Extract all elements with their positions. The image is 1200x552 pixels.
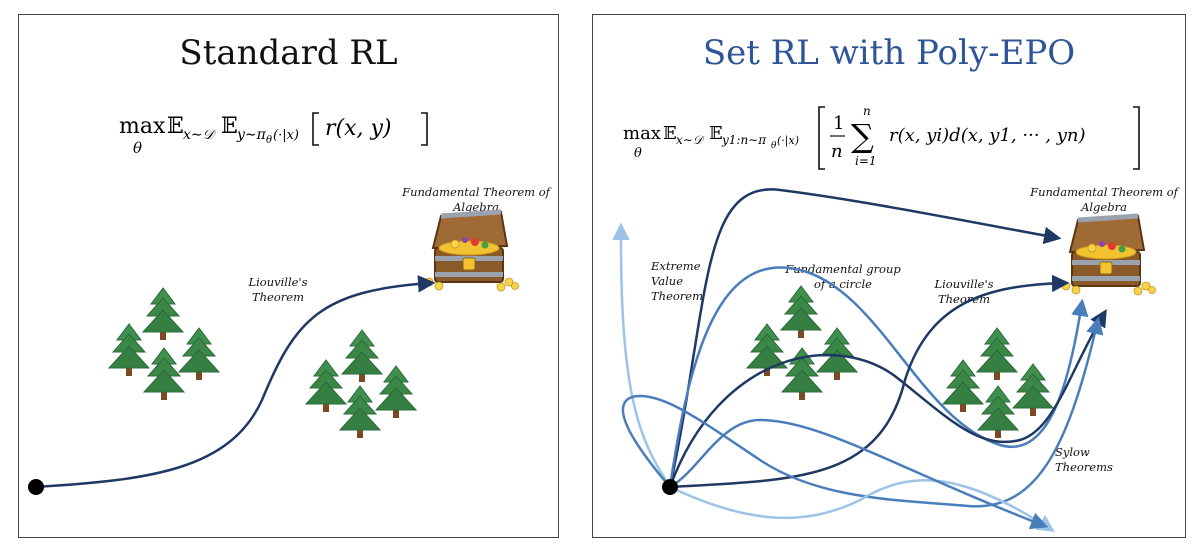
path-swirl — [621, 316, 1104, 508]
formula-expect2-sub: y∼π — [236, 127, 267, 143]
tree-icon — [976, 327, 1018, 381]
bracket-left — [818, 106, 825, 170]
label-line: Extreme — [651, 259, 701, 273]
start-point-icon — [28, 479, 44, 495]
bracket-right — [420, 112, 428, 146]
path-fundamental-group — [668, 266, 1089, 488]
formula-sum-top: n — [863, 104, 871, 118]
formula-expect2-sub-theta: θ — [771, 141, 777, 151]
tree-icon — [339, 385, 381, 439]
tree-icon — [142, 287, 184, 341]
formula-expect1-sub: x∼𝒟 — [183, 127, 217, 143]
tree-cluster-left-1 — [108, 287, 220, 401]
label-target-right: Fundamental Theorem of Algebra — [1019, 185, 1189, 215]
label-line: Sylow — [1055, 445, 1090, 459]
formula-expect1-sub: x∼𝒟 — [676, 133, 705, 147]
formula-body: r(x, yi)d(x, y1, ··· , yn) — [889, 125, 1086, 146]
tree-icon — [942, 359, 984, 413]
start-point-icon — [662, 479, 678, 495]
label-line: Liouville's — [934, 277, 994, 291]
label-line: Theorem — [651, 289, 704, 303]
treasure-chest-icon — [1062, 216, 1156, 295]
formula-expect2-sub-theta: θ — [266, 135, 272, 146]
formula-svg: max θ 𝔼 x∼𝒟 𝔼 y1:n∼π θ (·|x) 1 n n ∑ i=1… — [623, 104, 1140, 170]
formula-sum-bottom: i=1 — [855, 154, 877, 168]
objective-formula: max θ 𝔼 x∼𝒟 𝔼 y∼π θ (·|x) r(x, y) — [19, 101, 558, 161]
formula-frac-den: n — [831, 141, 843, 162]
expectation-symbol: 𝔼 — [663, 123, 677, 144]
path-light-bottom — [669, 479, 1055, 532]
path-light-up — [612, 222, 672, 488]
formula-op-sub: θ — [133, 139, 142, 157]
label-liouville-right: Liouville's Theorem — [929, 277, 999, 307]
label-line: of a circle — [814, 277, 872, 291]
expectation-symbol: 𝔼 — [167, 114, 184, 139]
tree-icon — [341, 329, 383, 383]
treasure-chest-icon — [425, 212, 519, 291]
bracket-right — [1133, 106, 1140, 170]
label-line: Theorem — [937, 292, 990, 306]
path-mid-bottom — [669, 418, 1049, 530]
formula-expect2-sub: y1:n∼π — [721, 133, 767, 147]
label-line: Fundamental Theorem of — [1030, 185, 1178, 199]
panel-title: Standard RL — [179, 33, 398, 73]
formula-svg: max θ 𝔼 x∼𝒟 𝔼 y∼π θ (·|x) r(x, y) — [119, 112, 428, 157]
tree-icon — [178, 327, 220, 381]
formula-frac-num: 1 — [833, 113, 844, 134]
panel-title: Set RL with Poly-EPO — [702, 33, 1076, 73]
formula-body: r(x, y) — [325, 116, 392, 141]
label-line: Theorem — [251, 290, 304, 304]
label-line: Fundamental group — [785, 262, 901, 276]
path-liouville-left — [35, 275, 436, 489]
tree-cluster-right-1 — [746, 285, 858, 401]
bracket-left — [311, 112, 319, 146]
path-extreme-value — [668, 188, 1062, 488]
label-line: Algebra — [1081, 200, 1127, 214]
label-line: Theorems — [1055, 460, 1113, 474]
label-extreme-value-theorem: Extreme Value Theorem — [651, 259, 715, 304]
label-line: Value — [651, 274, 683, 288]
tree-icon — [305, 359, 347, 413]
label-target-left: Fundamental Theorem of Algebra — [391, 185, 561, 215]
formula-op: max — [623, 123, 661, 144]
formula-expect2-sub-tail: (·|x) — [273, 128, 299, 143]
objective-formula: max θ 𝔼 x∼𝒟 𝔼 y1:n∼π θ (·|x) 1 n n ∑ i=1… — [593, 99, 1185, 175]
label-liouville-left: Liouville's Theorem — [243, 275, 313, 305]
label-line: Fundamental Theorem of — [402, 185, 550, 199]
path-liouville-right — [669, 274, 1070, 489]
label-line: Liouville's — [248, 275, 308, 289]
tree-cluster-left-2 — [305, 329, 417, 439]
path-sylow — [668, 309, 1107, 488]
tree-icon — [977, 385, 1019, 439]
tree-icon — [780, 285, 822, 339]
sum-symbol: ∑ — [851, 117, 874, 155]
expectation-symbol-2: 𝔼 — [221, 114, 238, 139]
tree-icon — [143, 347, 185, 401]
formula-op: max — [119, 114, 166, 139]
label-fundamental-group: Fundamental group of a circle — [773, 262, 913, 292]
formula-expect2-sub-tail: (·|x) — [777, 134, 799, 148]
tree-icon — [1012, 363, 1054, 417]
formula-op-sub: θ — [634, 146, 642, 161]
label-sylow: Sylow Theorems — [1055, 445, 1125, 475]
expectation-symbol-2: 𝔼 — [709, 123, 723, 144]
